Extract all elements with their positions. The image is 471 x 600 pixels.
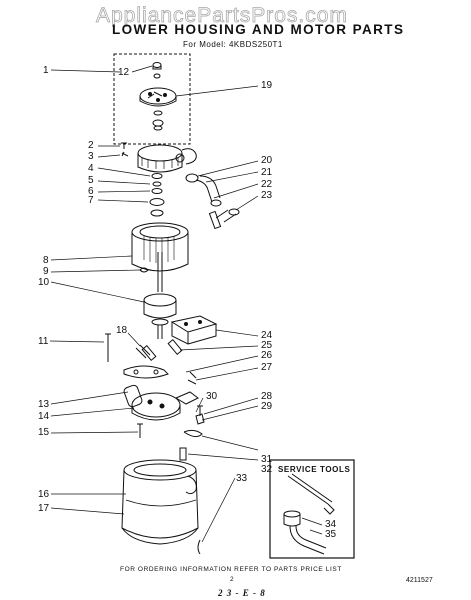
capacitor-24 bbox=[170, 315, 218, 345]
callout-3: 3 bbox=[88, 151, 94, 162]
callout-22: 22 bbox=[261, 179, 273, 190]
callout-1: 1 bbox=[43, 65, 49, 76]
fitting-32 bbox=[179, 447, 187, 461]
callout-23: 23 bbox=[261, 190, 273, 201]
discharge-elbow bbox=[185, 173, 240, 230]
page-number: 2 bbox=[230, 576, 234, 583]
callout-35: 35 bbox=[325, 529, 337, 540]
callout-34: 34 bbox=[325, 519, 337, 530]
screw-33 bbox=[197, 539, 201, 555]
callout-24: 24 bbox=[261, 330, 273, 341]
callout-13: 13 bbox=[38, 399, 50, 410]
callout-17: 17 bbox=[38, 503, 50, 514]
callout-7: 7 bbox=[88, 195, 94, 206]
clip-9 bbox=[139, 267, 149, 273]
callout-18: 18 bbox=[116, 325, 128, 336]
leader-lines bbox=[49, 65, 323, 543]
callout-12: 12 bbox=[118, 67, 130, 78]
screw-15 bbox=[137, 423, 143, 438]
callout-9: 9 bbox=[43, 266, 49, 277]
motor-stator bbox=[131, 222, 189, 272]
callout-33: 33 bbox=[236, 473, 248, 484]
service-tools-title: SERVICE TOOLS bbox=[278, 465, 351, 474]
watermark: AppliancePartsPros.com bbox=[96, 4, 348, 28]
callout-5: 5 bbox=[88, 175, 94, 186]
callout-16: 16 bbox=[38, 489, 50, 500]
motor-lower-housing bbox=[123, 384, 199, 421]
callout-19: 19 bbox=[261, 80, 273, 91]
callout-32: 32 bbox=[261, 464, 273, 475]
page-title: LOWER HOUSING AND MOTOR PARTS bbox=[112, 22, 405, 37]
callout-2: 2 bbox=[88, 140, 94, 151]
callout-4: 4 bbox=[88, 163, 94, 174]
handwritten-mark: 2 3 - E - 8 bbox=[218, 588, 266, 598]
callout-20: 20 bbox=[261, 155, 273, 166]
washer-stack bbox=[149, 173, 165, 217]
callout-21: 21 bbox=[261, 167, 273, 178]
service-tool-wrench bbox=[287, 473, 335, 515]
callout-31: 31 bbox=[261, 454, 273, 465]
callout-27: 27 bbox=[261, 362, 273, 373]
motor-rotor bbox=[143, 252, 177, 339]
callout-25: 25 bbox=[261, 340, 273, 351]
service-tools-box bbox=[269, 459, 355, 559]
callout-10: 10 bbox=[38, 277, 50, 288]
model-line: For Model: 4KBDS250T1 bbox=[183, 40, 283, 49]
inset-box-grinder bbox=[113, 53, 191, 145]
callout-30: 30 bbox=[206, 391, 218, 402]
ordering-note: FOR ORDERING INFORMATION REFER TO PARTS … bbox=[120, 566, 342, 573]
callout-15: 15 bbox=[38, 427, 50, 438]
callout-14: 14 bbox=[38, 411, 50, 422]
callout-6: 6 bbox=[88, 186, 94, 197]
upper-housing bbox=[137, 144, 197, 173]
callout-11: 11 bbox=[38, 336, 49, 347]
seal-parts-28-31 bbox=[183, 405, 205, 438]
outer-shell bbox=[121, 459, 199, 545]
callout-8: 8 bbox=[43, 255, 49, 266]
end-bell-bracket bbox=[123, 365, 197, 385]
callout-28: 28 bbox=[261, 391, 273, 402]
document-number: 4211527 bbox=[406, 577, 433, 584]
screw-11 bbox=[105, 333, 111, 362]
callout-29: 29 bbox=[261, 401, 273, 412]
screw-2 bbox=[121, 142, 127, 149]
callout-26: 26 bbox=[261, 350, 273, 361]
grinder-plate-assembly bbox=[139, 62, 177, 131]
screw-3 bbox=[121, 151, 129, 157]
service-tool-elbow bbox=[283, 510, 327, 555]
brush-springs-18 bbox=[135, 339, 183, 361]
